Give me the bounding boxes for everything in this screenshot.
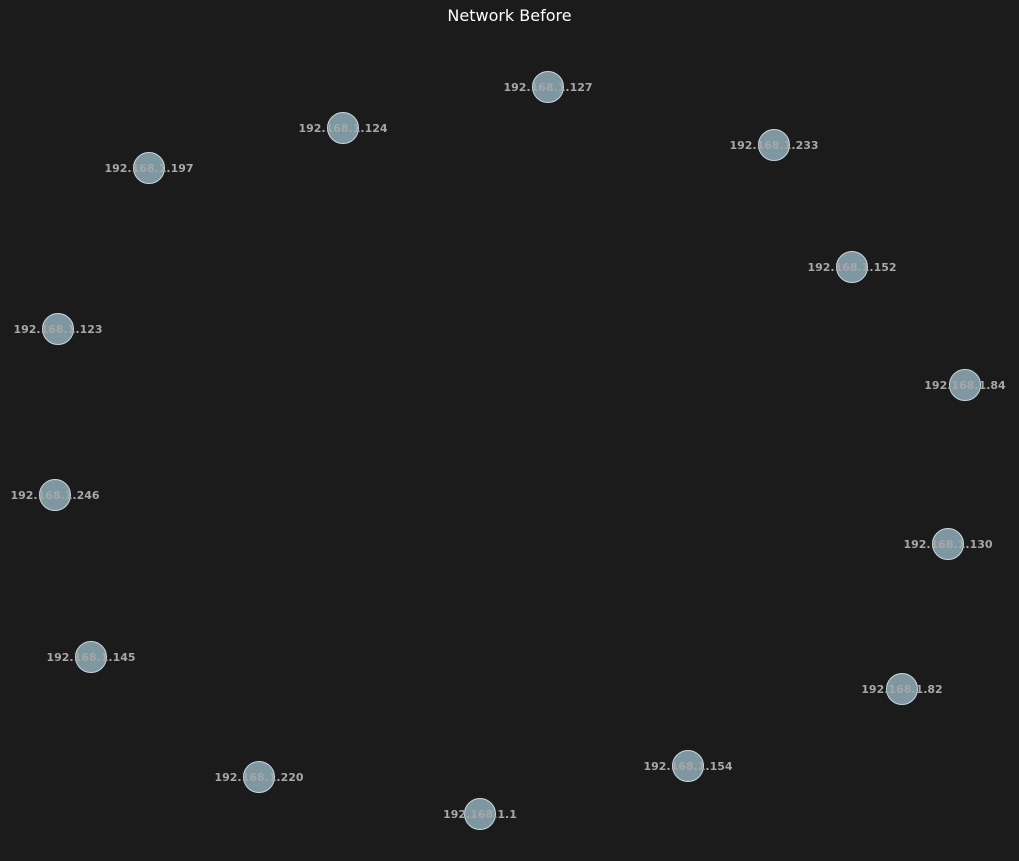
network-node: 192.168.1.82 bbox=[861, 673, 943, 705]
network-node: 192.168.1.124 bbox=[298, 112, 388, 144]
node-circle bbox=[758, 129, 790, 161]
node-circle bbox=[42, 313, 74, 345]
node-circle bbox=[672, 750, 704, 782]
node-label: 192.168.1.246 bbox=[10, 489, 99, 502]
network-node: 192.168.1.220 bbox=[214, 761, 304, 793]
network-node: 192.168.1.127 bbox=[503, 71, 593, 103]
network-node: 192.168.1.152 bbox=[807, 251, 897, 283]
node-label: 192.168.1.233 bbox=[729, 139, 818, 152]
node-circle bbox=[75, 641, 107, 673]
node-label: 192.168.1.220 bbox=[214, 771, 303, 784]
network-node: 192.168.1.197 bbox=[104, 152, 194, 184]
nodes-layer: 192.168.1.127 192.168.1.124 192.168.1.233 1… bbox=[10, 71, 1006, 830]
node-circle bbox=[243, 761, 275, 793]
network-node: 192.168.1.246 bbox=[10, 479, 100, 511]
node-circle bbox=[327, 112, 359, 144]
node-label: 192.168.1.154 bbox=[643, 760, 732, 773]
node-circle bbox=[836, 251, 868, 283]
node-circle bbox=[39, 479, 71, 511]
node-label: 192.168.1.124 bbox=[298, 122, 387, 135]
node-circle bbox=[133, 152, 165, 184]
node-label: 192.168.1.84 bbox=[924, 379, 1006, 392]
node-circle bbox=[932, 528, 964, 560]
node-circle bbox=[949, 369, 981, 401]
node-label: 192.168.1.197 bbox=[104, 162, 193, 175]
network-node: 192.168.1.130 bbox=[903, 528, 993, 560]
network-node: 192.168.1.233 bbox=[729, 129, 819, 161]
node-circle bbox=[886, 673, 918, 705]
network-node: 192.168.1.1 bbox=[443, 798, 517, 830]
node-label: 192.168.1.130 bbox=[903, 538, 992, 551]
diagram-title: Network Before bbox=[447, 6, 572, 25]
node-label: 192.168.1.1 bbox=[443, 808, 517, 821]
network-node: 192.168.1.154 bbox=[643, 750, 733, 782]
node-label: 192.168.1.145 bbox=[46, 651, 135, 664]
node-label: 192.168.1.152 bbox=[807, 261, 896, 274]
network-node: 192.168.1.145 bbox=[46, 641, 136, 673]
node-label: 192.168.1.123 bbox=[13, 323, 102, 336]
node-label: 192.168.1.127 bbox=[503, 81, 592, 94]
node-circle bbox=[532, 71, 564, 103]
node-label: 192.168.1.82 bbox=[861, 683, 942, 696]
network-node: 192.168.1.84 bbox=[924, 369, 1006, 401]
node-circle bbox=[464, 798, 496, 830]
network-node: 192.168.1.123 bbox=[13, 313, 103, 345]
